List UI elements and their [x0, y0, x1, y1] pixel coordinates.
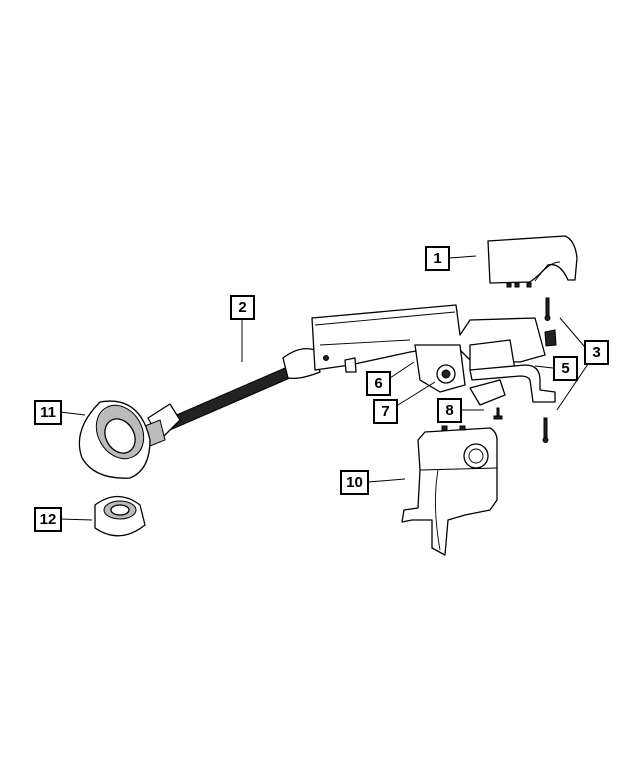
column-boot-part [78, 400, 151, 479]
tilt-lever-part [469, 364, 556, 403]
callout-label: 6 [374, 375, 382, 392]
callout-7: 7 [373, 399, 398, 424]
callout-label: 1 [433, 250, 441, 267]
upper-shroud-part [487, 235, 578, 288]
lower-shroud-part [401, 425, 498, 556]
callout-5: 5 [553, 356, 578, 381]
callout-3: 3 [584, 340, 609, 365]
callout-10: 10 [340, 470, 369, 495]
callout-8: 8 [437, 398, 462, 423]
callout-label: 5 [561, 360, 569, 377]
callout-12: 12 [34, 507, 62, 532]
callout-1: 1 [425, 246, 450, 271]
seal-part [94, 495, 146, 537]
callout-11: 11 [34, 400, 62, 425]
callout-2: 2 [230, 295, 255, 320]
callout-label: 12 [40, 511, 57, 528]
callout-label: 10 [346, 474, 363, 491]
callout-label: 11 [40, 404, 56, 421]
steering-column-part [144, 304, 557, 447]
callout-6: 6 [366, 371, 391, 396]
callout-label: 3 [592, 344, 600, 361]
screw-parts [493, 297, 551, 443]
callout-label: 8 [445, 402, 453, 419]
callout-label: 2 [238, 299, 246, 316]
callout-label: 7 [381, 403, 389, 420]
leader-lines [59, 255, 589, 521]
